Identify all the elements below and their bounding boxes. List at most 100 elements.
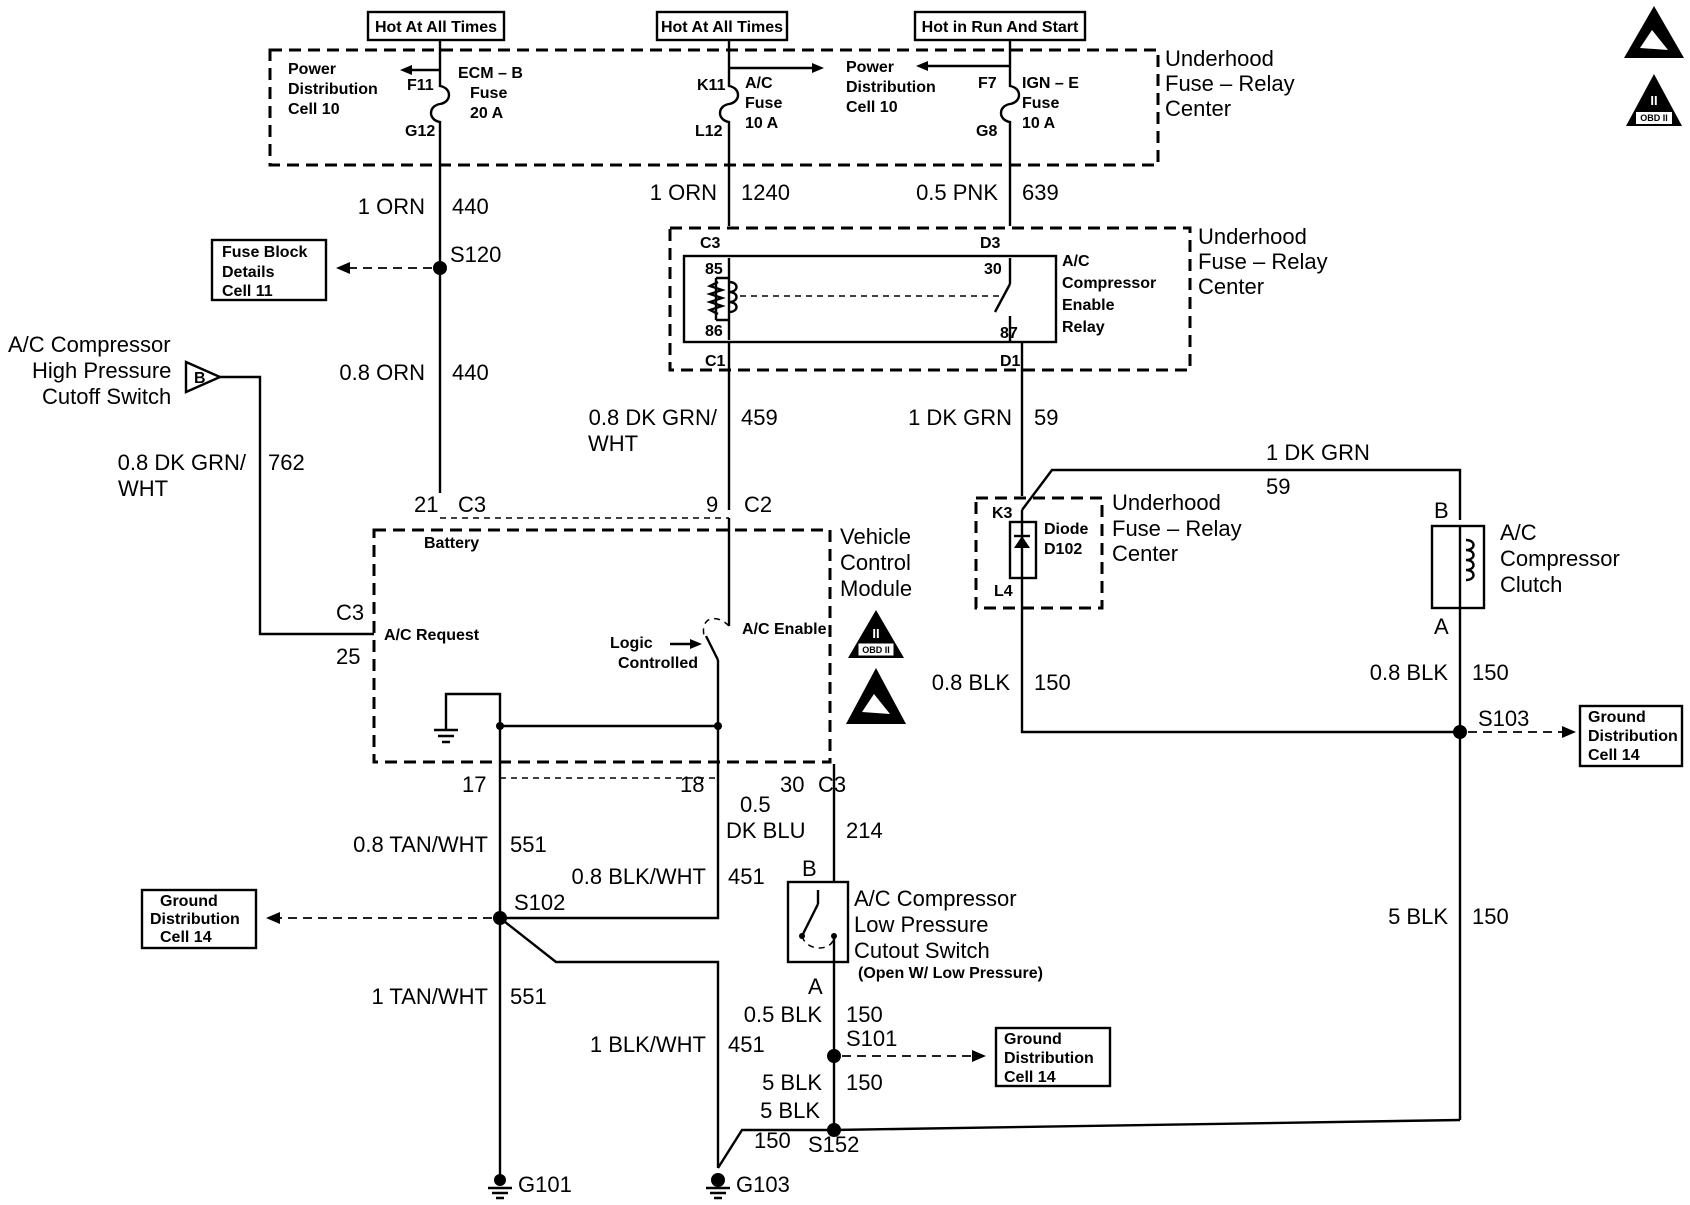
vcm-pin-17: 17: [462, 772, 486, 797]
vcm-node-left: [496, 722, 504, 730]
vcm-logic-label-2: Controlled: [618, 655, 698, 672]
splice-s101: [827, 1049, 841, 1063]
ground-left-ref-arrowhead: [266, 912, 280, 924]
pdc-left-1: Power: [288, 61, 336, 78]
wire-440b-gauge: 0.8 ORN: [339, 360, 425, 385]
svg-text:Ground: Ground: [160, 893, 218, 910]
relay-pin-d3: D3: [980, 235, 1001, 252]
wire-639-circuit: 639: [1022, 180, 1059, 205]
vcm-c3-left: C3: [336, 600, 364, 625]
ground-right-ref-arrowhead: [1562, 726, 1576, 738]
wire-1240-circuit: 1240: [741, 180, 790, 205]
vcm-pin-25: 25: [336, 644, 360, 669]
hp-switch-name-2: High Pressure: [32, 358, 171, 383]
lp-switch-name-3: Cutout Switch: [854, 938, 990, 963]
pdc-right-2: Distribution: [846, 79, 936, 96]
ground-distribution-ref-mid: Ground Distribution Cell 14: [994, 1026, 1112, 1088]
svg-text:Details: Details: [222, 264, 275, 281]
ground-g103-icon: [706, 1173, 730, 1200]
splice-s101-label: S101: [846, 1026, 897, 1051]
wire-150e-circuit: 150: [846, 1070, 883, 1095]
svg-text:Hot At All Times: Hot At All Times: [661, 19, 783, 36]
wire-59a-gauge: 1 DK GRN: [908, 405, 1012, 430]
relay-fuse-center-box: [668, 226, 1192, 372]
pdc-right-3: Cell 10: [846, 99, 898, 116]
relay-pin-c3: C3: [700, 235, 721, 252]
pdc-left-arrowhead: [400, 65, 412, 75]
clutch-name-3: Clutch: [1500, 572, 1562, 597]
wire-451a-gauge: 0.8 BLK/WHT: [572, 864, 706, 889]
relay-switch-blade: [993, 283, 1012, 313]
fuse-ecm-label-2: Fuse: [470, 85, 507, 102]
svg-text:Ground: Ground: [1004, 1031, 1062, 1048]
wire-459-circuit: 459: [741, 405, 778, 430]
wire-451a: [500, 764, 720, 920]
lp-switch-name-2: Low Pressure: [854, 912, 989, 937]
wire-762-circuit: 762: [268, 450, 305, 475]
splice-s103-label: S103: [1478, 706, 1529, 731]
wire-150e-gauge: 5 BLK: [762, 1070, 822, 1095]
clutch-coil-icon: [1465, 538, 1475, 582]
vcm-battery-label: Battery: [424, 535, 479, 552]
pdc-left-3: Cell 10: [288, 101, 340, 118]
obd-ii-icon: II OBD II: [848, 610, 904, 658]
clutch-pin-b: B: [1434, 498, 1449, 523]
relay-pin-d1: D1: [1000, 353, 1021, 370]
splice-s103: [1453, 725, 1467, 739]
wire-59b-gauge: 1 DK GRN: [1266, 440, 1370, 465]
esd-warning-icon: [846, 668, 906, 724]
svg-text:Cell 11: Cell 11: [222, 283, 273, 300]
ac-compressor-clutch: [1430, 524, 1486, 610]
svg-text:Cell 14: Cell 14: [1588, 747, 1640, 764]
hot-at-all-times-label-1: Hot At All Times: [366, 10, 506, 42]
ground-g101-label: G101: [518, 1172, 572, 1197]
pdc-right-arrowhead: [916, 61, 928, 71]
esd-warning-icon-top: [1624, 6, 1684, 58]
ground-distribution-ref-left: Ground Distribution Cell 14: [140, 888, 258, 950]
diode-name-1: Diode: [1044, 521, 1089, 538]
fuse-ac-arrowhead: [812, 63, 824, 73]
fuse-ign-label-1: IGN – E: [1022, 75, 1079, 92]
vcm-switch-link: [702, 617, 730, 637]
diode-symbol: [1014, 536, 1030, 548]
fuse-ecm-out-pin: G12: [405, 123, 435, 140]
svg-text:Fuse Block: Fuse Block: [222, 244, 307, 261]
relay-pin-30: 30: [984, 261, 1002, 278]
fuse-block-details-ref: Fuse Block Details Cell 11: [210, 238, 328, 302]
wire-150a-gauge: 0.8 BLK: [932, 670, 1011, 695]
splice-s152-label: S152: [808, 1132, 859, 1157]
wire-762-gauge-1: 0.8 DK GRN/: [118, 450, 247, 475]
lp-switch-link: [801, 935, 835, 949]
diode-center-title-2: Fuse – Relay: [1112, 516, 1242, 541]
diode-pin-k3: K3: [992, 505, 1013, 522]
wire-150c-gauge: 5 BLK: [1388, 904, 1448, 929]
fuse-ecm-label-1: ECM – B: [458, 65, 523, 82]
vcm-ground-icon: [434, 728, 458, 744]
clutch-name-2: Compressor: [1500, 546, 1620, 571]
wire-551a-gauge: 0.8 TAN/WHT: [353, 832, 488, 857]
wire-150b-gauge: 0.8 BLK: [1370, 660, 1449, 685]
ground-g101-icon: [488, 1174, 512, 1200]
fuse-center-top-box: [268, 48, 1160, 167]
svg-text:Hot in Run And Start: Hot in Run And Start: [922, 19, 1079, 36]
relay-name-3: Enable: [1062, 297, 1115, 314]
svg-text:Cell 14: Cell 14: [1004, 1069, 1056, 1086]
wire-59b: [1021, 468, 1462, 520]
hp-switch-name-3: Cutoff Switch: [42, 384, 171, 409]
wire-451b-gauge: 1 BLK/WHT: [590, 1032, 706, 1057]
vcm-ac-enable-label: A/C Enable: [742, 621, 827, 638]
vcm-ac-request-label: A/C Request: [384, 627, 480, 644]
relay-coil-icon: [728, 280, 738, 314]
wire-1240-gauge: 1 ORN: [650, 180, 717, 205]
wire-150a-circuit: 150: [1034, 670, 1071, 695]
wire-150d-circuit: 150: [846, 1002, 883, 1027]
svg-text:Ground: Ground: [1588, 709, 1646, 726]
ground-distribution-ref-right: Ground Distribution Cell 14: [1578, 704, 1684, 768]
wire-150c-circuit: 150: [1472, 904, 1509, 929]
vcm-pin-21: 21: [414, 492, 438, 517]
vcm-switch-blade: [704, 635, 720, 661]
fuse-ign-label-3: 10 A: [1022, 115, 1056, 132]
pdc-right-1: Power: [846, 59, 894, 76]
relay-center-title-1: Underhood: [1198, 224, 1307, 249]
